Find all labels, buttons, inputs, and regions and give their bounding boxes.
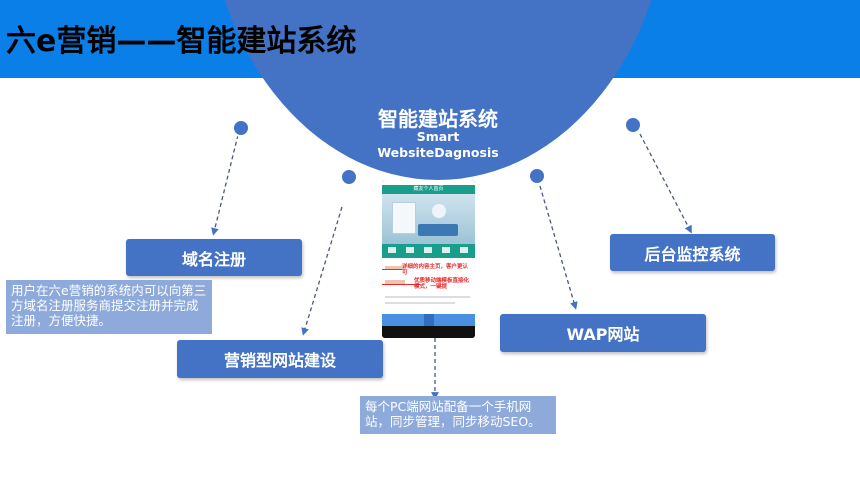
grid-icon [406, 247, 414, 253]
node-dot-backend [624, 116, 642, 134]
center-subtitle: Smart WebsiteDagnosis [338, 129, 538, 161]
node-dot-marketing [340, 168, 358, 186]
center-title: 智能建站系统 [378, 107, 498, 131]
phone-banner [382, 194, 475, 244]
phone-bottom-bar [382, 326, 475, 338]
phone-annotation-2: 优质移动端模板直接化模式，一键提 [414, 278, 470, 290]
node-dot-domain [232, 119, 250, 137]
banner-lamp [432, 204, 446, 218]
grid-icon [460, 247, 468, 253]
center-subtitle-line2: WebsiteDagnosis [377, 145, 499, 160]
grid-icon [424, 247, 432, 253]
content-row [385, 302, 455, 304]
wap-site-box: WAP网站 [500, 314, 706, 352]
phone-nav-bar [382, 314, 475, 326]
connector-marketing [301, 206, 343, 336]
nav-active [424, 314, 434, 326]
banner-sofa [418, 224, 458, 236]
annotation-line-2 [382, 284, 420, 285]
phone-status-bar [382, 180, 475, 185]
phone-annotation-1: 详细的内容主页，客户更认可 [402, 264, 469, 276]
content-row [385, 296, 470, 298]
wap-site-note: 每个PC端网站配备一个手机网站，同步管理，同步移动SEO。 [360, 396, 556, 434]
page-title: 六e营销——智能建站系统 [6, 24, 357, 59]
content-row [385, 280, 405, 284]
grid-icon [388, 247, 396, 253]
connector-wap [539, 185, 578, 310]
annotation-line-1 [382, 269, 402, 270]
banner-window [392, 202, 416, 234]
center-subtitle-line1: Smart [416, 129, 460, 144]
content-row [385, 266, 405, 270]
marketing-site-box: 营销型网站建设 [177, 340, 383, 378]
phone-header: 藏友个人首页 [382, 185, 475, 194]
node-dot-wap [528, 167, 546, 185]
domain-register-box: 域名注册 [126, 239, 302, 276]
connector-backend [639, 133, 692, 234]
domain-register-note: 用户在六e营销的系统内可以向第三方域名注册服务商提交注册并完成注册，方便快捷。 [6, 280, 212, 334]
phone-mockup: 藏友个人首页 详细的内容主页，客户更认可 优质移动端模板直接化模式，一键提 [382, 180, 475, 338]
grid-icon [442, 247, 450, 253]
backend-monitor-box: 后台监控系统 [610, 234, 775, 271]
phone-icon-grid [382, 244, 475, 258]
phone-content [382, 258, 475, 314]
connector-domain [211, 134, 239, 236]
